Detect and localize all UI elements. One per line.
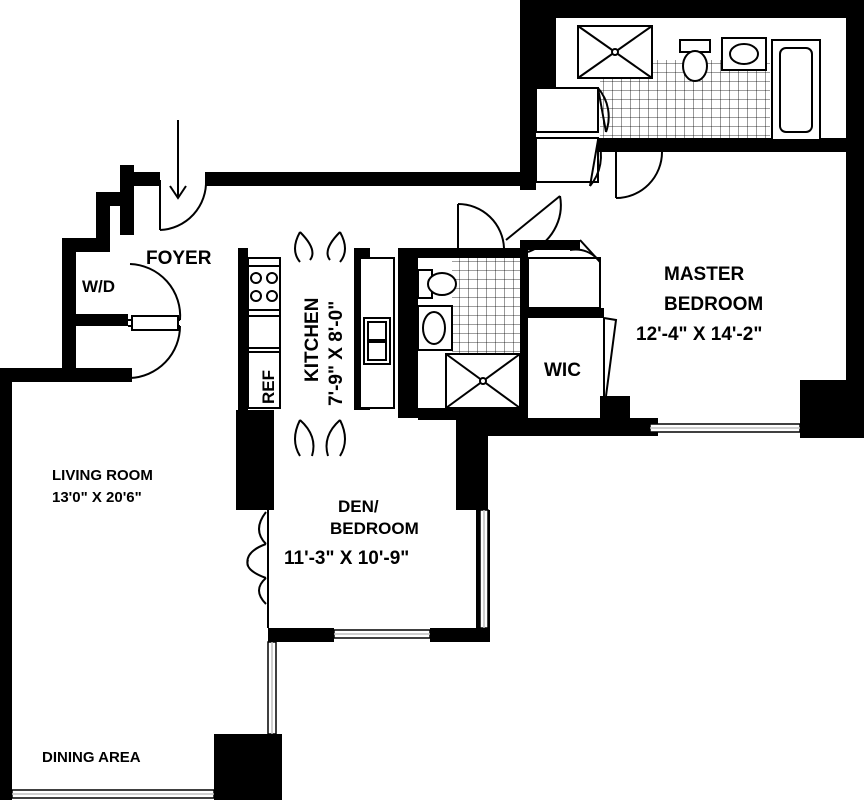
wall-foyer-top xyxy=(205,172,535,186)
shower-icon xyxy=(445,353,521,409)
door-swing-icon xyxy=(597,87,607,133)
toilet-icon xyxy=(417,269,457,299)
label-master-line1: MASTER xyxy=(664,264,745,285)
label-dining: DINING AREA xyxy=(42,749,141,766)
closet-upper xyxy=(535,87,599,133)
label-master-dims: 12'-4" X 14'-2" xyxy=(636,324,762,345)
bath-2-tile-floor xyxy=(452,258,520,354)
label-den-line2: BEDROOM xyxy=(330,519,419,538)
room-labels: FOYER W/D KITCHEN 7'-9" X 8'-0" REF MAST… xyxy=(42,248,763,766)
windows xyxy=(11,423,801,799)
den-doors xyxy=(246,510,269,628)
master-closets xyxy=(535,87,610,187)
kitchen-fixtures xyxy=(247,257,395,409)
label-kitchen: KITCHEN xyxy=(302,298,323,382)
label-living: LIVING ROOM xyxy=(52,467,153,484)
door-swing-icon xyxy=(589,139,599,187)
shower-icon xyxy=(577,25,653,79)
label-den-dims: 11'-3" X 10'-9" xyxy=(284,548,409,569)
master-closet-upper xyxy=(527,239,601,309)
refrigerator xyxy=(247,351,281,409)
door-master-bath xyxy=(615,151,663,199)
sink-icon xyxy=(417,305,453,351)
wd-doors xyxy=(128,263,182,379)
sink-icon xyxy=(721,37,767,71)
door-entry xyxy=(159,179,208,231)
bath-2 xyxy=(417,258,521,409)
sink-icon xyxy=(363,317,391,365)
label-kitchen-dims: 7'-9" X 8'-0" xyxy=(326,301,347,406)
master-bath xyxy=(577,25,821,141)
label-master-line2: BEDROOM xyxy=(664,294,763,315)
label-wic: WIC xyxy=(544,360,581,381)
wall-master-bath-outer xyxy=(520,0,864,18)
label-living-dims: 13'0" X 20'6" xyxy=(52,489,142,506)
label-ref: REF xyxy=(259,370,278,404)
closet-lower xyxy=(535,137,599,183)
label-foyer: FOYER xyxy=(146,248,212,269)
toilet-icon xyxy=(679,39,711,82)
label-den-line1: DEN/ xyxy=(338,497,379,516)
bathtub-icon xyxy=(771,39,821,141)
entry-arrow-icon xyxy=(169,120,187,200)
wall-dining-column xyxy=(214,734,282,800)
kitchen-doors xyxy=(294,231,346,457)
label-wd: W/D xyxy=(82,277,115,296)
stove-icon xyxy=(247,265,281,311)
wic xyxy=(603,317,618,397)
door-bath-2 xyxy=(457,195,562,253)
